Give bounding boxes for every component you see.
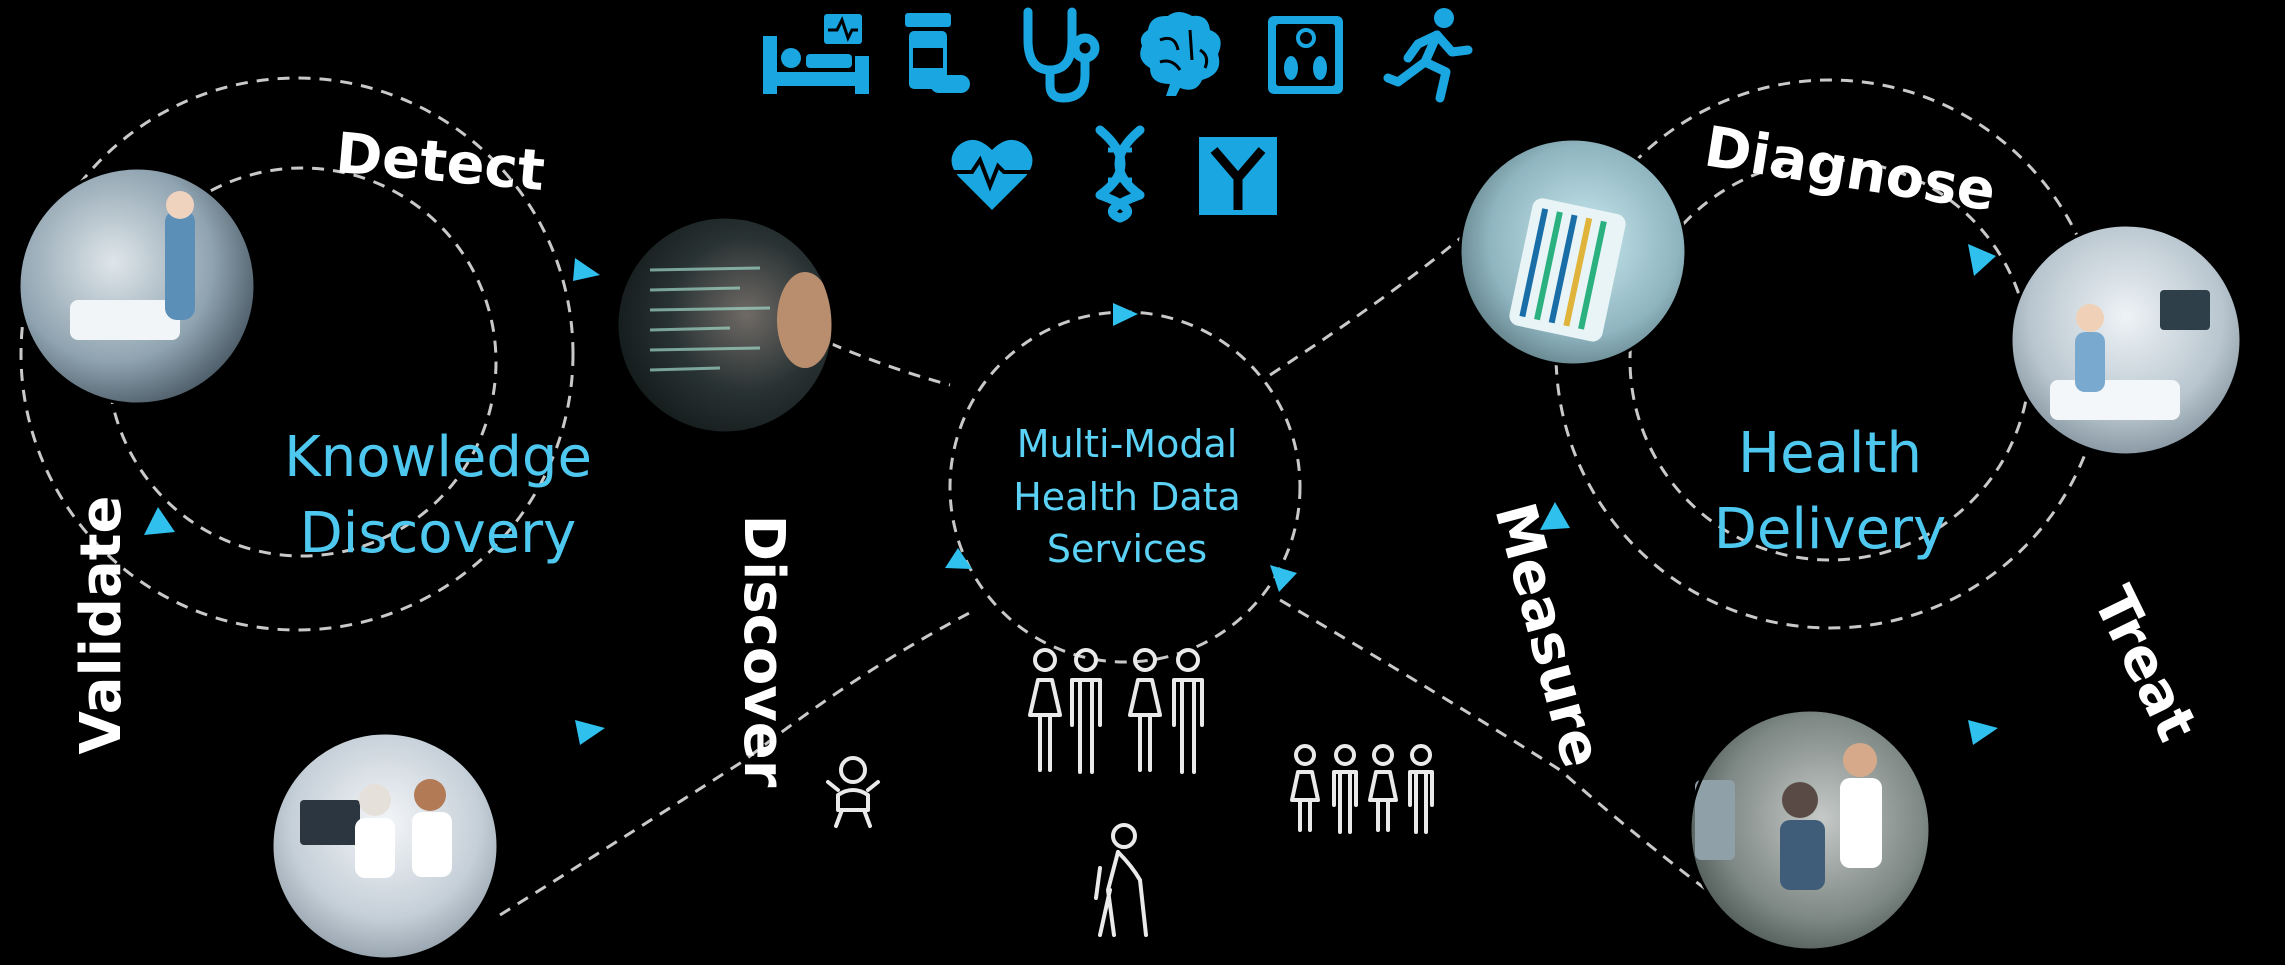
adults-group-icon [1028, 648, 1204, 774]
antibody-icon [1199, 137, 1277, 215]
hub-text-line2: Health Data [1013, 475, 1241, 519]
arrow-treat [1968, 720, 1998, 745]
connector-upper-left [699, 273, 951, 387]
connector-lower-right [1279, 598, 1721, 902]
data-hub [499, 228, 1721, 917]
arrow-diagnose [1968, 244, 1996, 276]
step-detect: Detect [333, 121, 547, 204]
hospital-patient-photo [17, 166, 257, 406]
hub-arrow-left [945, 548, 972, 569]
stethoscope-icon [1023, 7, 1100, 103]
step-treat: Treat [2080, 577, 2210, 751]
nurse-patient-photo [2009, 223, 2243, 457]
tablet-genomics-photo [1458, 137, 1688, 367]
hub-text-line1: Multi-Modal [1017, 422, 1238, 466]
health-delivery-title-line2: Delivery [1714, 497, 1946, 562]
arrow-validate [144, 507, 175, 535]
scale-icon [1268, 16, 1343, 94]
baby-icon [826, 756, 880, 828]
hub-text-line3: Services [1047, 527, 1207, 571]
step-diagnose: Diagnose [1700, 114, 2000, 224]
heart-rate-icon [951, 139, 1033, 210]
outer-loop-left [19, 76, 575, 632]
arrow-measure [1540, 502, 1570, 530]
knowledge-discovery-title-line2: Discovery [300, 501, 577, 566]
arrow-discover [575, 720, 605, 745]
dna-icon [1095, 125, 1145, 223]
children-group-icon [1290, 744, 1434, 834]
hub-arrow-top [1113, 303, 1138, 326]
health-delivery-title-line1: Health [1738, 421, 1922, 486]
connector-lower-left [499, 608, 976, 917]
medicine-bottle-icon [905, 13, 970, 93]
hospital-bed-icon [763, 14, 869, 94]
step-discover: Discover [731, 515, 796, 788]
hub-arrow-right [1270, 565, 1297, 592]
arrow-detect [573, 258, 600, 281]
brain-icon [1140, 12, 1221, 96]
running-person-icon [1383, 8, 1473, 103]
doctor-consult-photo [1688, 708, 1932, 952]
connector-upper-right [1269, 228, 1471, 377]
knowledge-discovery-title-line1: Knowledge [284, 425, 592, 490]
step-validate: Validate [69, 495, 134, 754]
elderly-person-icon [1094, 823, 1148, 937]
lab-researchers-photo [270, 731, 500, 961]
data-analyst-photo [615, 215, 835, 435]
